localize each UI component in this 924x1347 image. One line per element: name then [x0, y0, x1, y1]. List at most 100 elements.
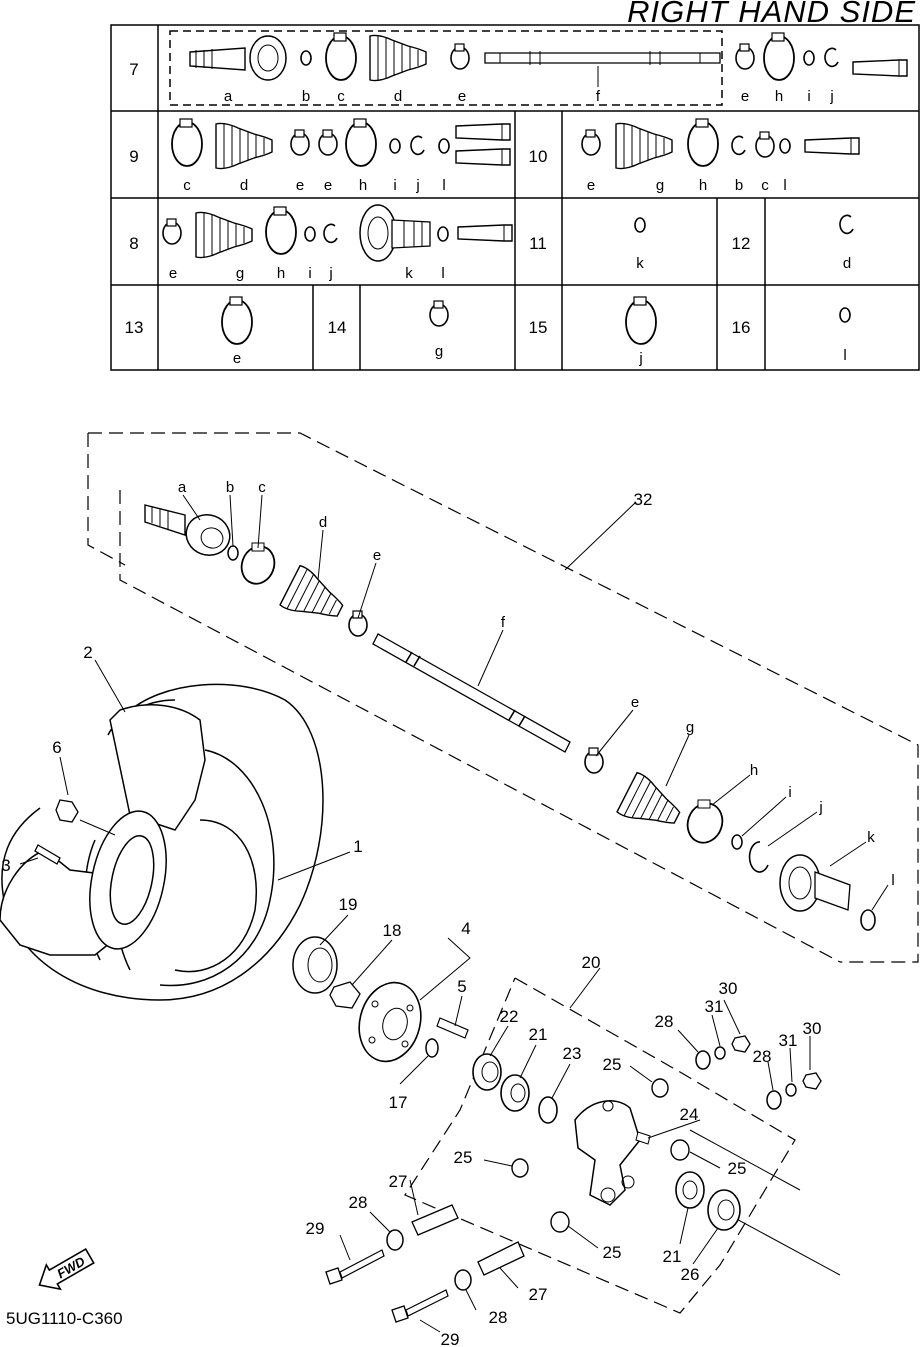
callout-21b: 21	[663, 1247, 682, 1266]
part-letter: d	[843, 255, 851, 272]
row7-labels: a b c d e f e h i j	[224, 88, 834, 105]
wheel-leaders	[19, 659, 351, 881]
callout-4: 4	[461, 919, 470, 938]
part-letter: l	[441, 265, 444, 282]
part-letter: k	[405, 265, 413, 282]
part-letter: l	[442, 177, 445, 194]
part-letter: j	[829, 88, 833, 105]
part-letter: d	[240, 177, 248, 194]
callout-22: 22	[500, 1007, 519, 1026]
part-letter: e	[296, 177, 304, 194]
callout-27: 27	[389, 1172, 408, 1191]
part-letter: f	[596, 88, 601, 105]
part-letter: e	[233, 350, 241, 367]
part-letter: h	[750, 762, 758, 779]
row9-labels: c d e e h i j l	[183, 177, 445, 194]
callout-29b: 29	[441, 1330, 460, 1347]
callout-6: 6	[52, 738, 61, 757]
callout-23: 23	[563, 1044, 582, 1063]
swingarm-outline	[404, 977, 796, 1314]
part-letter: f	[501, 614, 506, 631]
part-letter: l	[843, 347, 846, 364]
callout-19: 19	[339, 895, 358, 914]
callout-25d: 25	[603, 1243, 622, 1262]
callout-31b: 31	[779, 1031, 798, 1050]
part-letter: g	[656, 177, 664, 194]
callout-26: 26	[681, 1265, 700, 1284]
table-row-num: 7	[129, 60, 138, 79]
part-letter: j	[818, 799, 822, 816]
part-letter: g	[435, 343, 443, 360]
table-row-num: 8	[129, 234, 138, 253]
callout-17: 17	[389, 1093, 408, 1112]
table-row-num: 14	[328, 318, 347, 337]
part-letter: b	[226, 479, 234, 496]
callout-28d: 28	[753, 1047, 772, 1066]
callout-5: 5	[457, 977, 466, 996]
row8-parts	[162, 204, 513, 262]
driveshaft-parts	[144, 504, 876, 931]
part-letter: c	[761, 177, 769, 194]
table-row-num: 10	[529, 147, 548, 166]
shaft-leaders	[182, 494, 889, 911]
callout-18: 18	[383, 921, 402, 940]
callout-28: 28	[349, 1193, 368, 1212]
callout-21: 21	[529, 1025, 548, 1044]
callout-2: 2	[83, 643, 92, 662]
parts-table	[110, 24, 920, 371]
part-letter: l	[783, 177, 786, 194]
callout-25: 25	[603, 1055, 622, 1074]
table-row-num: 16	[732, 318, 751, 337]
row7-parts	[189, 32, 908, 82]
part-letter: a	[178, 479, 187, 496]
part-letter: h	[359, 177, 367, 194]
part-letter: e	[631, 694, 639, 711]
part-letter: d	[319, 514, 327, 531]
part-letter: c	[183, 177, 191, 194]
drawing-code: 5UG1110-C360	[6, 1309, 123, 1328]
callout-31: 31	[705, 997, 724, 1016]
tire	[0, 683, 324, 1001]
part-letter: b	[735, 177, 743, 194]
callout-32: 32	[634, 490, 653, 509]
part-letter: e	[373, 547, 381, 564]
part-letter: l	[891, 872, 894, 889]
part-letter: j	[638, 350, 642, 367]
part-letter: e	[587, 177, 595, 194]
table-row-num: 11	[529, 234, 547, 253]
callout-3: 3	[1, 856, 10, 875]
part-letter: d	[394, 88, 402, 105]
fwd-arrow-icon: FWD	[38, 1247, 95, 1291]
row8-labels: e g h i j k l	[169, 265, 445, 282]
callout-28c: 28	[655, 1012, 674, 1031]
hub-leaders	[319, 914, 471, 1085]
driveshaft-assembly-outline	[87, 432, 919, 963]
callout-27b: 27	[529, 1285, 548, 1304]
part-letter: a	[224, 88, 233, 105]
page-title: RIGHT HAND SIDE	[627, 0, 916, 29]
row10-parts	[581, 118, 860, 170]
row-bottom-labels: e g j l	[233, 343, 847, 367]
small-parts-wheel	[34, 799, 469, 1063]
part-letter: i	[788, 784, 791, 801]
part-letter: h	[277, 265, 285, 282]
part-letter: b	[302, 88, 310, 105]
table-row-num: 12	[732, 234, 751, 253]
shaft-labels: a b c d e f e g h i j k l	[178, 479, 895, 889]
part-letter: h	[775, 88, 783, 105]
part-letter: g	[686, 719, 694, 736]
part-letter: e	[169, 265, 177, 282]
row10-labels: e g h b c l	[587, 177, 787, 194]
part-letter: i	[393, 177, 396, 194]
callout-1: 1	[353, 837, 362, 856]
callout-25c: 25	[728, 1159, 747, 1178]
part-letter: j	[328, 265, 332, 282]
part-letter: c	[337, 88, 345, 105]
part-letter: c	[258, 479, 266, 496]
callout-25b: 25	[454, 1148, 473, 1167]
callout-28b: 28	[489, 1308, 508, 1327]
part-letter: i	[807, 88, 810, 105]
part-letter: k	[867, 829, 875, 846]
part-letter: k	[636, 255, 644, 272]
